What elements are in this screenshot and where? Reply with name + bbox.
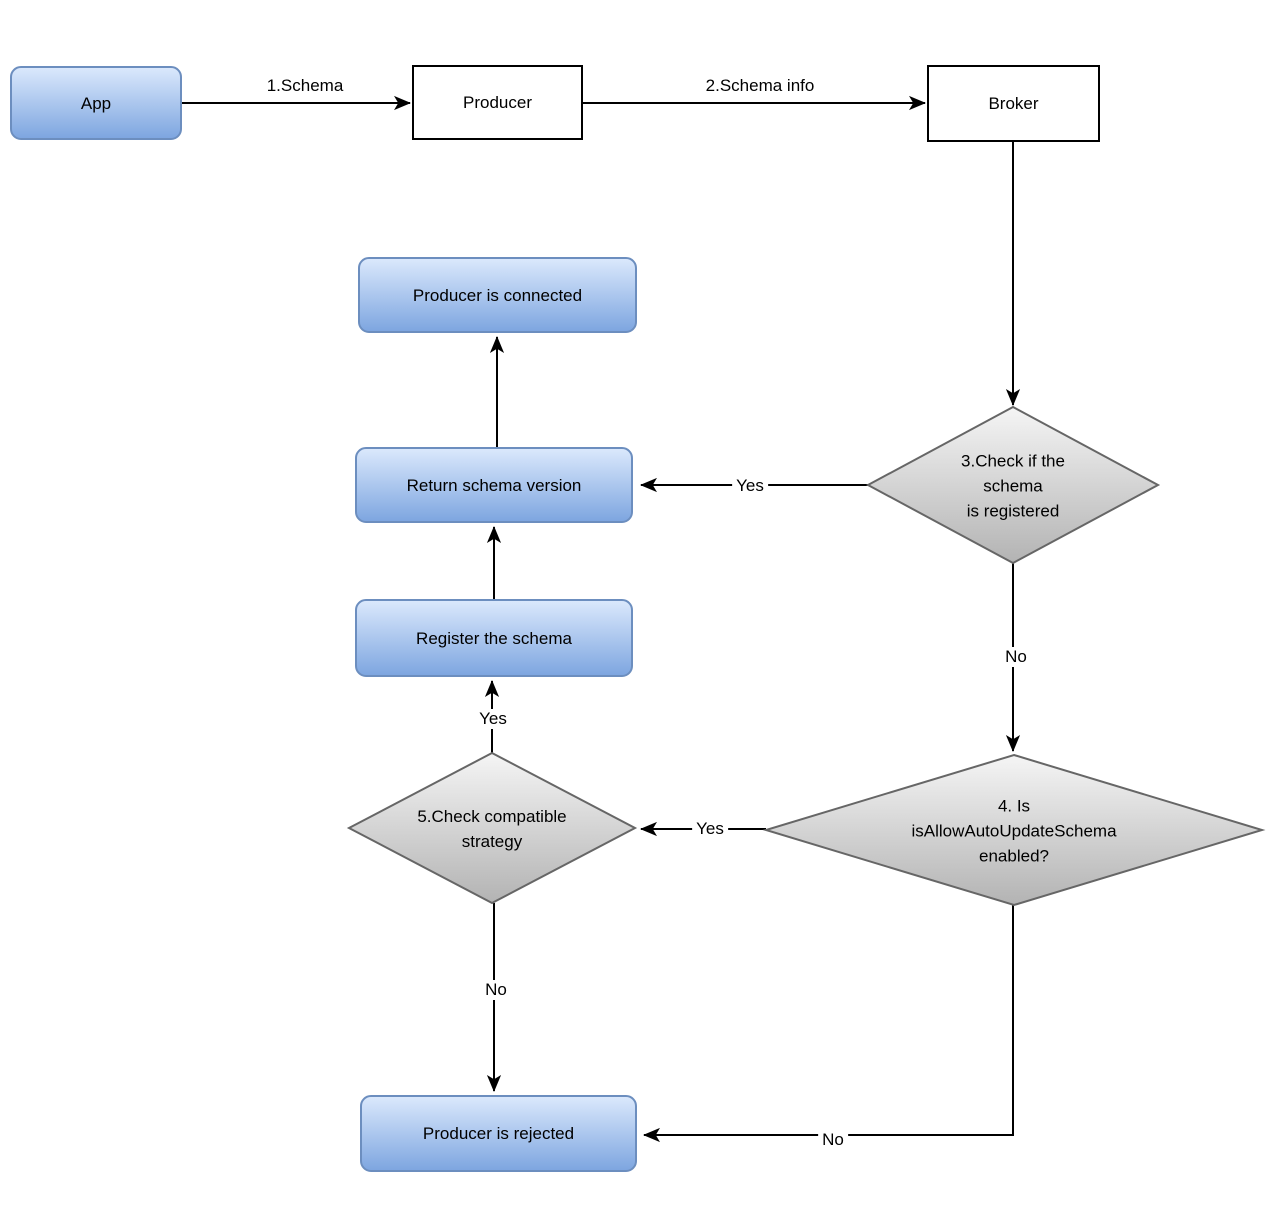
node-app: App <box>10 66 182 140</box>
node-producer-label: Producer <box>463 93 532 112</box>
decision-check-registered-shape <box>865 405 1161 565</box>
edge-decision4-no-to-rejected <box>643 905 1014 1143</box>
node-register-the-schema: Register the schema <box>355 599 633 677</box>
node-producer: Producer <box>412 65 583 140</box>
node-broker-label: Broker <box>988 94 1039 113</box>
edge-label-compatible-no: No <box>481 980 511 1000</box>
node-producer-is-rejected: Producer is rejected <box>360 1095 637 1172</box>
node-broker: Broker <box>927 65 1100 142</box>
node-return-schema-version-label: Return schema version <box>406 475 582 495</box>
node-producer-is-connected-label: Producer is connected <box>412 285 583 305</box>
node-return-schema-version: Return schema version <box>355 447 633 523</box>
node-producer-is-connected: Producer is connected <box>358 257 637 333</box>
decision-auto-update-shape <box>762 753 1266 907</box>
decision-compatible-shape <box>346 751 638 905</box>
edge-label-registered-no: No <box>1001 647 1031 667</box>
edge-label-auto-update-yes: Yes <box>692 819 728 839</box>
edge-label-schema-info: 2.Schema info <box>701 76 819 96</box>
node-register-the-schema-label: Register the schema <box>416 628 572 648</box>
node-producer-is-rejected-label: Producer is rejected <box>422 1124 575 1143</box>
edge-label-registered-yes: Yes <box>732 476 768 496</box>
edge-label-schema: 1.Schema <box>262 76 348 96</box>
node-app-label: App <box>80 93 112 113</box>
edge-label-compatible-yes: Yes <box>475 709 511 729</box>
edge-label-auto-update-no: No <box>818 1130 848 1150</box>
